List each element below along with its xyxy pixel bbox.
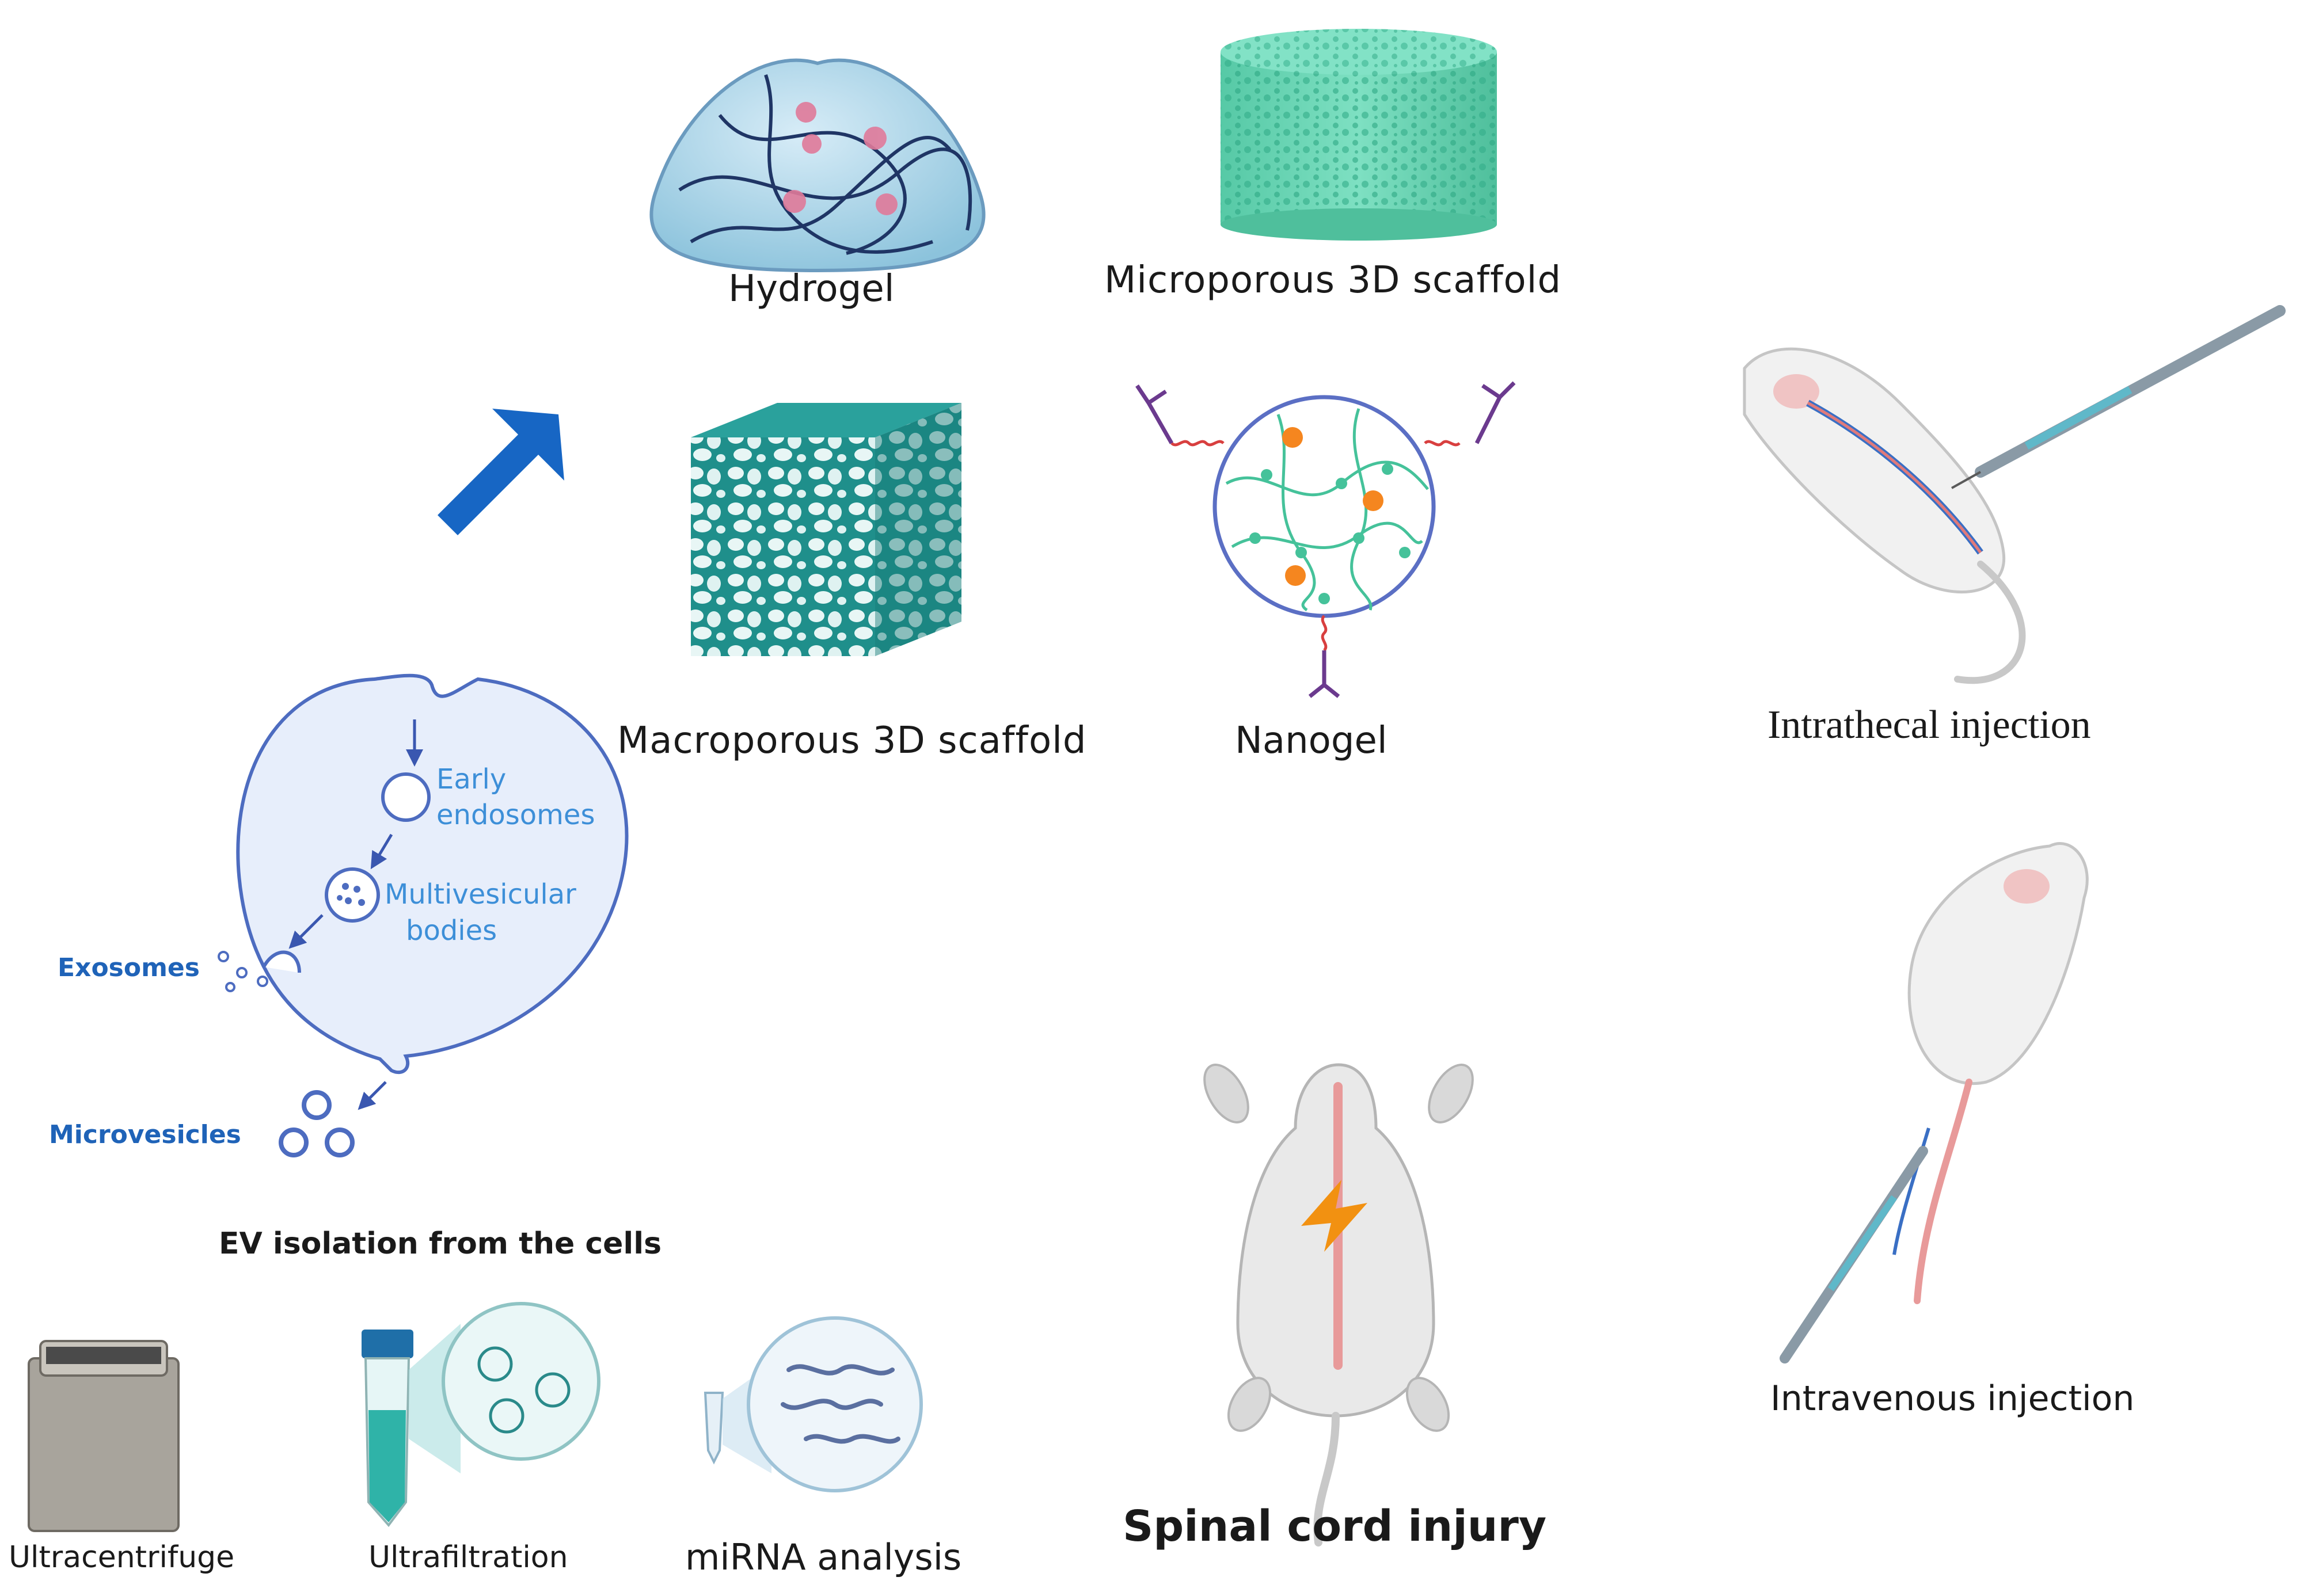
ultrafiltration-illustration <box>362 1302 600 1528</box>
ev-isolation-title: EV isolation from the cells <box>219 1226 662 1261</box>
hydrogel-illustration <box>649 58 986 273</box>
intrathecal-mouse <box>1743 305 2286 684</box>
macroporous-label: Macroporous 3D scaffold <box>617 719 1087 762</box>
flow-arrow <box>438 409 564 535</box>
intravenous-label: Intravenous injection <box>1770 1378 2135 1419</box>
intravenous-mouse <box>1780 842 2089 1363</box>
syringe-icon <box>1951 305 2286 489</box>
mvb-label-2: bodies <box>406 915 497 947</box>
microporous-scaffold-illustration <box>1221 29 1497 241</box>
intrathecal-label: Intrathecal injection <box>1767 703 2091 747</box>
nanogel-illustration <box>1135 381 1516 698</box>
ultracentrifuge-illustration <box>28 1340 180 1532</box>
early-endosomes-label-2: endosomes <box>436 799 595 831</box>
mvb-label-1: Multivesicular <box>385 878 576 911</box>
ultracentrifuge-label: Ultracentrifuge <box>9 1540 235 1575</box>
spinal-cord-injury-label: Spinal cord injury <box>1123 1502 1547 1551</box>
exosomes-label: Exosomes <box>58 953 200 982</box>
cell-diagram <box>218 673 629 1157</box>
spinal-cord-injury-mouse <box>1203 1063 1474 1547</box>
mirna-illustration <box>704 1316 923 1492</box>
early-endosomes-label-1: Early <box>436 763 507 795</box>
nanogel-label: Nanogel <box>1235 719 1388 762</box>
macroporous-scaffold-illustration <box>691 403 961 656</box>
ultrafiltration-label: Ultrafiltration <box>368 1540 568 1575</box>
microporous-label: Microporous 3D scaffold <box>1104 259 1562 302</box>
hydrogel-label: Hydrogel <box>728 268 895 310</box>
mirna-label: miRNA analysis <box>685 1536 962 1578</box>
syringe-icon <box>1780 1146 1928 1363</box>
microvesicles-label: Microvesicles <box>49 1120 241 1149</box>
